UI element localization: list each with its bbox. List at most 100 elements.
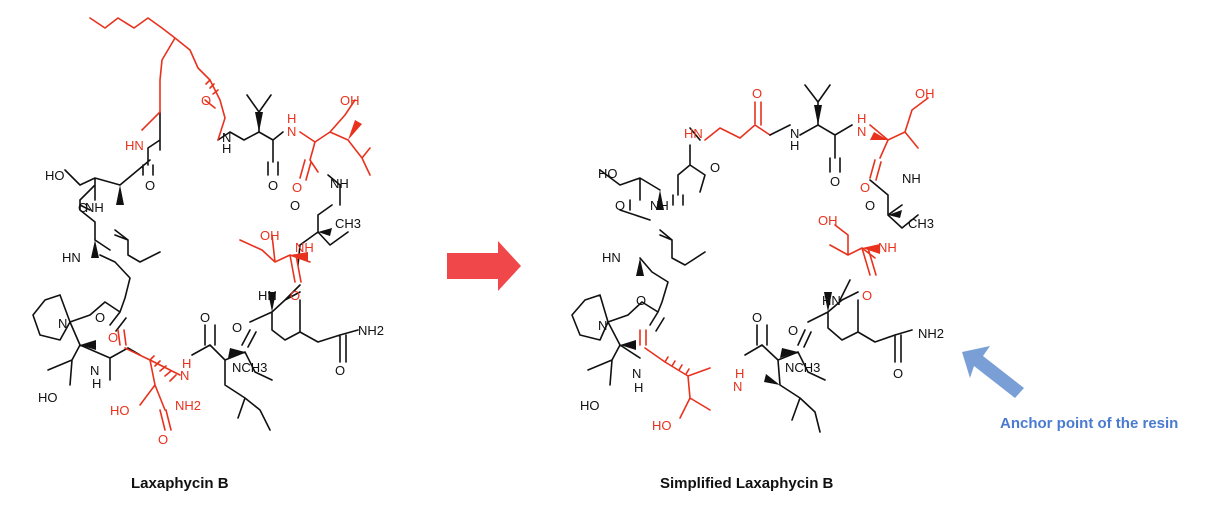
right-wedge-6: [620, 340, 636, 350]
atom-label: HN: [822, 293, 841, 308]
atom-label: H: [857, 111, 866, 126]
atom-label: NCH3: [232, 360, 267, 375]
left-wedge-5: [268, 292, 276, 312]
right-arrow-icon: [447, 241, 521, 291]
atom-label: O: [145, 178, 155, 193]
atom-label: O: [201, 93, 211, 108]
left-wedge-7: [228, 348, 245, 358]
atom-label: NH: [85, 200, 104, 215]
caption-simplified-laxaphycin-b: Simplified Laxaphycin B: [660, 475, 834, 492]
atom-label: O: [752, 86, 762, 101]
atom-label: NH2: [918, 326, 944, 341]
simplified-laxaphycin-b-atom-labels: O HN H N O H N OH O NH HO O NH O CH3 OH …: [580, 86, 944, 433]
atom-label: O: [290, 198, 300, 213]
atom-label: O: [788, 323, 798, 338]
atom-label: N: [287, 124, 296, 139]
atom-label: H: [634, 380, 643, 395]
atom-label: HO: [598, 166, 618, 181]
left-wedge-4: [318, 228, 332, 236]
atom-label: O: [893, 366, 903, 381]
atom-label: H: [222, 141, 231, 156]
atom-label: O: [752, 310, 762, 325]
atom-label: O: [78, 200, 88, 215]
atom-label: H: [92, 376, 101, 391]
atom-label: HN: [62, 250, 81, 265]
atom-label: O: [830, 174, 840, 189]
atom-label: H: [790, 138, 799, 153]
atom-label: N: [632, 366, 641, 381]
left-skeleton-black: [32, 94, 359, 431]
right-wedge-4: [888, 210, 902, 218]
left-wedge-6: [80, 340, 96, 350]
caption-laxaphycin-b: Laxaphycin B: [131, 475, 229, 492]
right-wedge-1: [814, 105, 822, 125]
atom-label: O: [232, 320, 242, 335]
atom-label: HO: [580, 398, 600, 413]
atom-label: O: [268, 178, 278, 193]
atom-label: NCH3: [785, 360, 820, 375]
left-wedge-2: [116, 185, 124, 205]
atom-label: CH3: [908, 216, 934, 231]
atom-label: CH3: [335, 216, 361, 231]
atom-label: O: [865, 198, 875, 213]
left-wedge-1: [255, 112, 263, 132]
anchor-point-label: Anchor point of the resin: [1000, 415, 1178, 432]
atom-label: O: [335, 363, 345, 378]
atom-label: N: [857, 124, 866, 139]
laxaphycin-b-atom-labels: HN O H N O H N OH O NH HO O NH O CH3 OH …: [38, 93, 384, 447]
right-skeleton-black: [571, 84, 919, 433]
atom-label: OH: [260, 228, 280, 243]
atom-label: OH: [818, 213, 838, 228]
atom-label: HO: [45, 168, 65, 183]
right-wedge-2: [656, 190, 664, 210]
right-wedge-5: [824, 292, 832, 312]
atom-label: O: [292, 180, 302, 195]
atom-label: N: [598, 318, 607, 333]
diagonal-arrow-icon: [962, 346, 1024, 398]
left-skeleton-red: [89, 17, 371, 431]
right-wedge-red-2: [862, 244, 880, 254]
right-wedge-red-1: [870, 132, 888, 140]
right-hash-red-1: [664, 356, 690, 375]
atom-label: N: [790, 126, 799, 141]
atom-label: HO: [38, 390, 58, 405]
atom-label: HN: [125, 138, 144, 153]
laxaphycin-b-structure: [32, 17, 371, 431]
atom-label: NH2: [175, 398, 201, 413]
atom-label: N: [222, 130, 231, 145]
left-wedge-red-2: [290, 252, 308, 262]
atom-label: HN: [602, 250, 621, 265]
atom-label: NH: [295, 240, 314, 255]
atom-label: NH2: [358, 323, 384, 338]
atom-label: N: [733, 379, 742, 394]
atom-label: NH: [902, 171, 921, 186]
left-wedge-3: [91, 240, 99, 258]
atom-label: O: [200, 310, 210, 325]
atom-label: O: [860, 180, 870, 195]
atom-label: HO: [110, 403, 130, 418]
atom-label: NH: [650, 198, 669, 213]
atom-label: HN: [684, 126, 703, 141]
atom-label: OH: [915, 86, 935, 101]
atom-label: N: [180, 368, 189, 383]
left-hash-red-2: [205, 79, 219, 95]
atom-label: O: [95, 310, 105, 325]
atom-label: O: [862, 288, 872, 303]
atom-label: H: [735, 366, 744, 381]
atom-label: NH: [878, 240, 897, 255]
right-wedge-3: [636, 258, 644, 276]
atom-label: HO: [652, 418, 672, 433]
atom-label: O: [710, 160, 720, 175]
atom-label: O: [615, 198, 625, 213]
atom-label: O: [158, 432, 168, 447]
atom-label: O: [290, 288, 300, 303]
atom-label: O: [108, 330, 118, 345]
simplified-laxaphycin-b-structure: [571, 84, 929, 433]
right-wedge-8: [764, 374, 780, 385]
left-wedge-red-1: [348, 120, 362, 140]
atom-label: NH: [330, 176, 349, 191]
left-hash-red-1: [149, 355, 177, 382]
right-wedge-7: [780, 348, 798, 358]
atom-label: N: [58, 316, 67, 331]
